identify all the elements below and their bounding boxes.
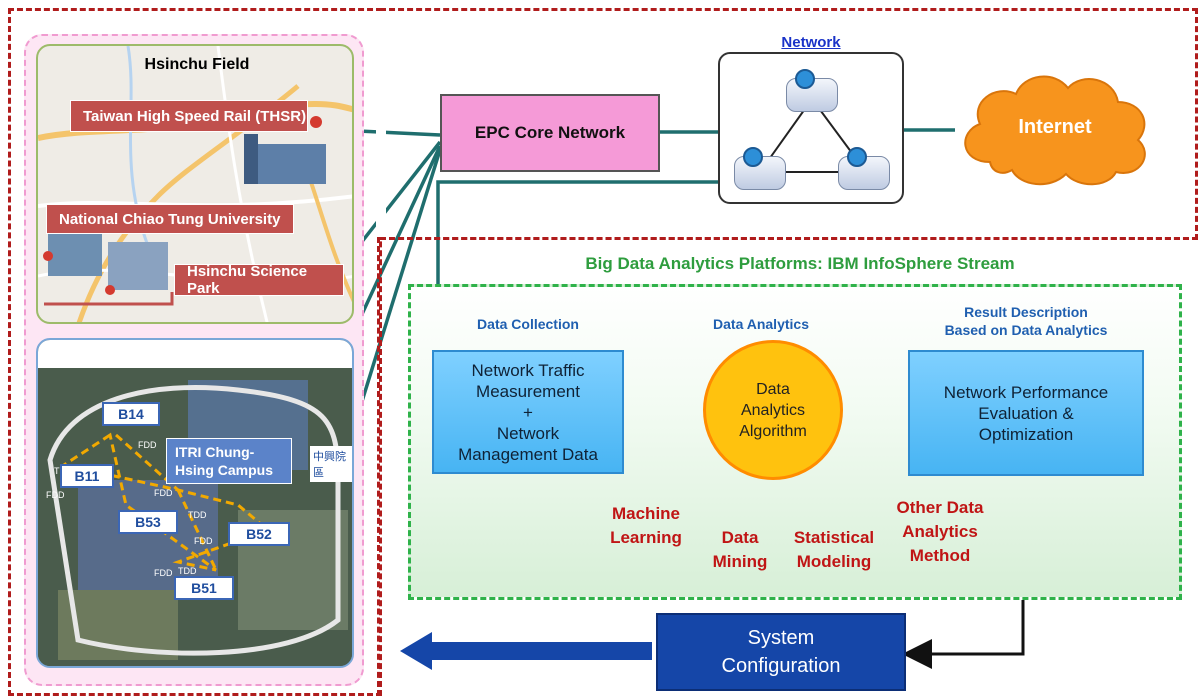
campus-overlay (38, 368, 352, 666)
antenna-tag: FDD (194, 536, 213, 546)
algorithm-line: Data (756, 380, 790, 398)
campus-tag: 中興院區 (310, 446, 352, 482)
building-b53: B53 (118, 510, 178, 534)
antenna-tag: TDD (178, 566, 197, 576)
building-b11: B11 (60, 464, 114, 488)
thsr-label: Taiwan High Speed Rail (THSR) (70, 100, 308, 132)
itri-campus-satellite: FDD TDD FDD FDD TDD FDD TDD FDD ITRI Chu… (36, 338, 354, 668)
nctu-label: National Chiao Tung University (46, 204, 294, 234)
algorithm-line: Algorithm (739, 422, 807, 440)
analytics-dashed-top-extension (380, 237, 1198, 240)
system-configuration-box: System Configuration (656, 613, 906, 691)
collection-line: + (523, 402, 533, 422)
building-b51: B51 (174, 576, 234, 600)
collection-line: Management Data (458, 444, 598, 464)
result-header-line2: Based on Data Analytics (944, 322, 1108, 338)
satellite-header-bar (38, 340, 352, 368)
building-b52: B52 (228, 522, 290, 546)
antenna-tag: FDD (138, 440, 157, 450)
antenna-tag: FDD (46, 490, 65, 500)
data-collection-box: Network Traffic Measurement + Network Ma… (432, 350, 624, 474)
data-collection-header: Data Collection (477, 316, 579, 332)
field-title: Hsinchu Field (144, 56, 250, 73)
system-line: Configuration (721, 655, 841, 677)
result-line: Network Performance (943, 382, 1109, 402)
internet-label: Internet (1018, 116, 1092, 138)
result-line: Evaluation & (978, 403, 1074, 423)
campus-label: ITRI Chung-Hsing Campus (166, 438, 292, 484)
analytics-dashed-bottom-extension (377, 237, 380, 696)
antenna-tag: FDD (154, 488, 173, 498)
router-icon (734, 147, 786, 190)
result-header-line1: Result Description (964, 304, 1088, 320)
method-data-mining: Data Mining (712, 528, 768, 571)
network-title: Network (781, 34, 841, 51)
result-box: Network Performance Evaluation & Optimiz… (908, 350, 1144, 476)
cover-dash-join (376, 11, 386, 237)
internet-cloud (964, 75, 1146, 186)
epc-core-network: EPC Core Network (440, 94, 660, 172)
collection-line: Network Traffic (471, 360, 585, 380)
science-park-label: Hsinchu Science Park (174, 263, 344, 297)
building-b14: B14 (102, 402, 160, 426)
method-other: Other Data Analytics Method (896, 498, 984, 565)
hsinchu-map: Hsinchu Field Taiwan High Speed Rail (TH… (36, 44, 354, 324)
algorithm-line: Analytics (740, 401, 805, 419)
collection-line: Network (496, 423, 560, 443)
left-field-dashed-frame (8, 8, 382, 696)
analytics-algorithm-circle: Data Analytics Algorithm (703, 340, 843, 480)
collection-line: Measurement (476, 381, 580, 401)
system-line: System (747, 627, 815, 649)
antenna-tag: TDD (188, 510, 207, 520)
method-machine-learning: Machine Learning (610, 504, 682, 547)
router-icon (838, 147, 890, 190)
platform-title: Big Data Analytics Platforms: IBM InfoSp… (585, 254, 1015, 273)
router-icon (786, 69, 838, 112)
antenna-tag: FDD (154, 568, 173, 578)
data-analytics-header: Data Analytics (713, 316, 809, 332)
method-statistical-modeling: Statistical Modeling (793, 528, 875, 571)
result-line: Optimization (978, 424, 1074, 444)
network-box (718, 52, 904, 204)
